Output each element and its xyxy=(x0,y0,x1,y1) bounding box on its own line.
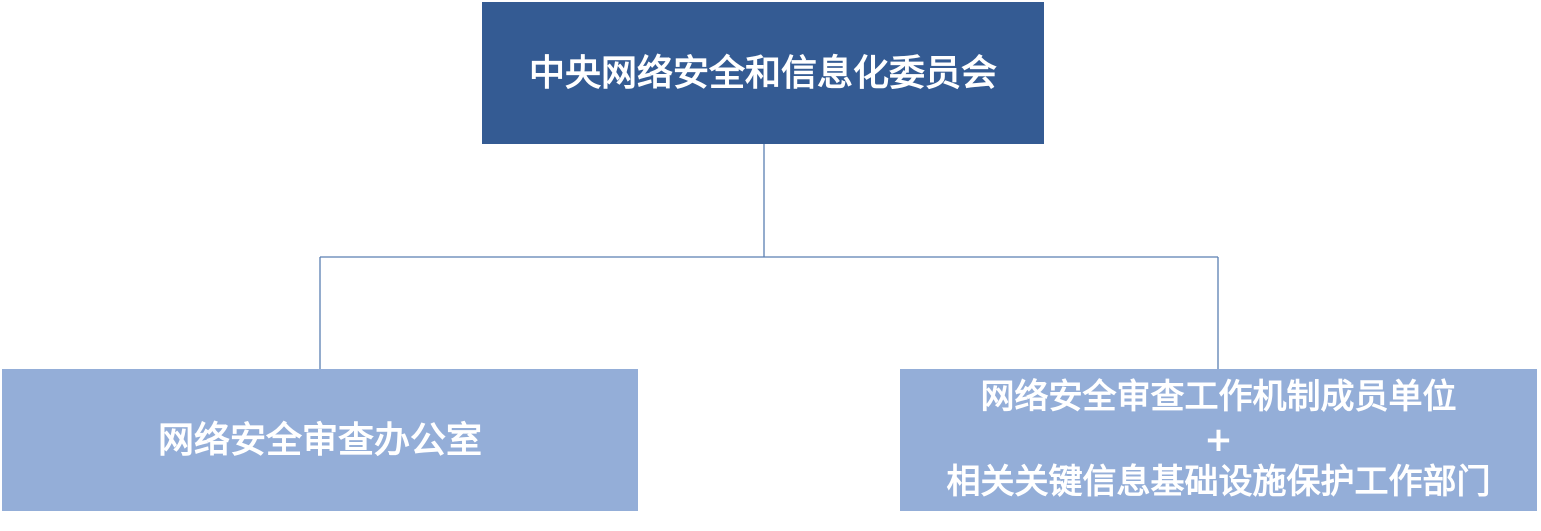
node-member-units-plus: + xyxy=(1204,419,1233,460)
node-member-units-line1: 网络安全审查工作机制成员单位 xyxy=(980,377,1457,418)
node-member-units: 网络安全审查工作机制成员单位 + 相关关键信息基础设施保护工作部门 xyxy=(900,369,1537,511)
node-member-units-line3: 相关关键信息基础设施保护工作部门 xyxy=(946,462,1491,503)
node-central-committee-label: 中央网络安全和信息化委员会 xyxy=(528,52,997,94)
node-review-office-label: 网络安全审查办公室 xyxy=(157,419,482,461)
node-central-committee: 中央网络安全和信息化委员会 xyxy=(482,2,1044,144)
node-review-office: 网络安全审查办公室 xyxy=(2,369,638,511)
